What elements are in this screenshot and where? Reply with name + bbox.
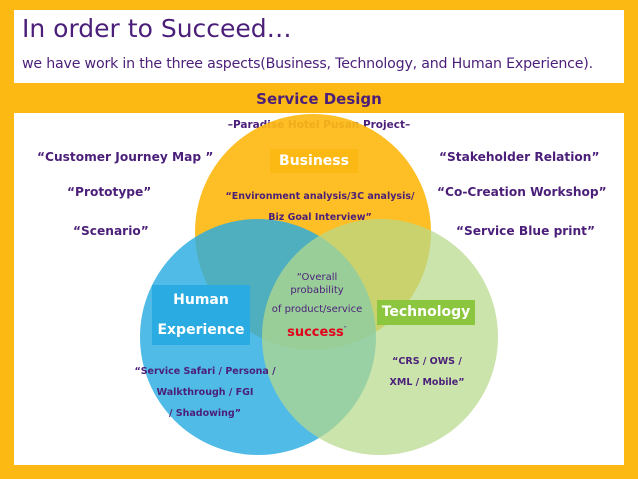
human-items-line2: Walkthrough / FGI (156, 387, 254, 398)
note-scenario: “Scenario” (73, 224, 149, 238)
slide-title: In order to Succeed… (22, 14, 292, 43)
business-label: Business (270, 149, 358, 173)
technology-circle (262, 219, 498, 455)
note-prototype: “Prototype” (67, 185, 152, 199)
tech-items-line2: XML / Mobile” (389, 377, 465, 388)
diagram-title: Service Design (256, 90, 382, 108)
human-items-line1: “Service Safari / Persona / (134, 366, 276, 377)
human-items: “Service Safari / Persona / Walkthrough … (125, 361, 285, 424)
human-items-line3: / Shadowing” (169, 408, 241, 419)
center-line1: “Overall (296, 272, 338, 283)
note-customer-journey-map: “Customer Journey Map ” (37, 150, 214, 164)
slide-subtitle: we have work in the three aspects(Busine… (22, 56, 593, 72)
success-label: success” (266, 325, 368, 340)
technology-label: Technology (377, 300, 475, 325)
center-line2: probability (290, 285, 344, 296)
business-items-line2: Biz Goal Interview” (268, 212, 372, 223)
success-quote: ” (343, 325, 347, 333)
business-items-line1: “Environment analysis/3C analysis/ (225, 191, 415, 202)
human-experience-label: Human Experience (152, 285, 250, 345)
business-items: “Environment analysis/3C analysis/ Biz G… (210, 186, 430, 228)
note-stakeholder-relation: “Stakeholder Relation” (439, 150, 600, 164)
technology-items: “CRS / OWS / XML / Mobile” (372, 351, 482, 393)
tech-items-line1: “CRS / OWS / (392, 356, 462, 367)
center-text: “Overall probability of product/service (266, 271, 368, 316)
note-service-blueprint: “Service Blue print” (456, 224, 595, 238)
header-box: In order to Succeed… we have work in the… (14, 10, 624, 83)
center-line3: of product/service (271, 304, 363, 315)
note-co-creation-workshop: “Co-Creation Workshop” (437, 185, 607, 199)
success-word: success (287, 325, 344, 340)
human-label-line1: Human (173, 292, 229, 308)
human-label-line2: Experience (157, 322, 245, 338)
